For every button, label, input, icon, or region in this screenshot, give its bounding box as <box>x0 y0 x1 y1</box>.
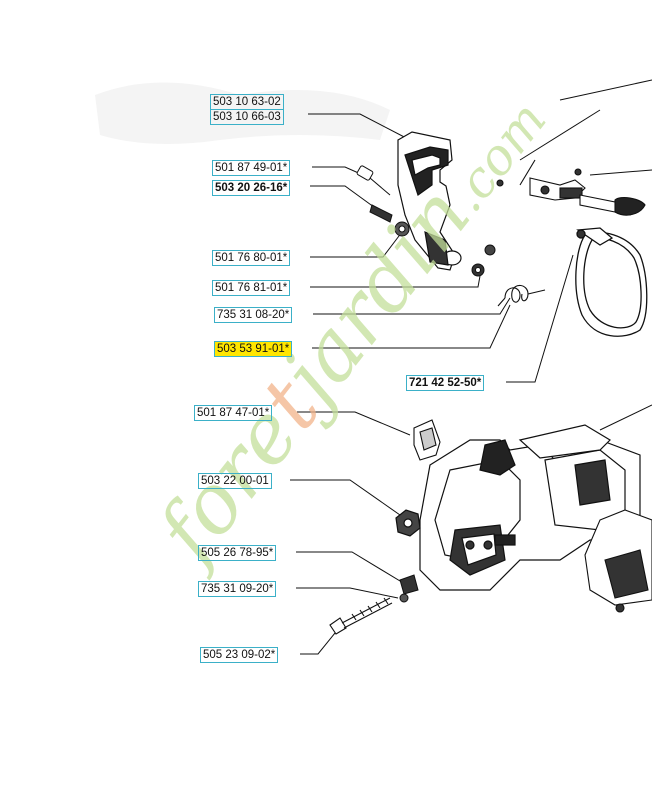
background-smudge <box>95 82 390 144</box>
part-label-501-76-81-01[interactable]: 501 76 81-01* <box>212 280 291 296</box>
part-label-735-31-08-20[interactable]: 735 31 08-20* <box>214 307 293 323</box>
nut <box>395 509 421 537</box>
leader-line-p13 <box>296 587 399 599</box>
cable-assembly <box>496 159 646 216</box>
leader-line-p7 <box>313 297 511 315</box>
part-label-735-31-09-20[interactable]: 735 31 09-20* <box>198 581 277 597</box>
part-label-505-26-78-95[interactable]: 505 26 78-95* <box>198 545 277 561</box>
leader-lines <box>290 79 652 655</box>
clutch-cover <box>419 424 641 591</box>
leader-line-p8 <box>312 304 511 349</box>
bracket-small <box>413 419 441 461</box>
leader-line-p14 <box>300 632 336 655</box>
right-housing <box>584 509 652 613</box>
leader-line-p3 <box>312 166 364 176</box>
brake-band <box>575 227 648 337</box>
small-parts-top <box>356 165 496 277</box>
part-label-721-42-52-50[interactable]: 721 42 52-50* <box>406 375 485 391</box>
leader-line-top-right-3 <box>589 169 652 176</box>
leader-line-right-housing <box>599 404 652 431</box>
leader-line-p12 <box>296 551 406 585</box>
leader-line-p6 <box>310 275 481 288</box>
part-label-503-22-00-01[interactable]: 503 22 00-01 <box>198 473 272 489</box>
spring <box>497 284 546 307</box>
leader-line-p11 <box>290 479 401 516</box>
part-label-503-10-63-02[interactable]: 503 10 63-02 <box>210 94 284 110</box>
leader-line-p10 <box>297 411 411 436</box>
part-label-503-20-26-16[interactable]: 503 20 26-16* <box>212 180 291 196</box>
brake-lever <box>397 131 462 271</box>
adjust-screw <box>329 597 393 635</box>
leader-line-top-right-1 <box>559 79 652 101</box>
leader-line-p5 <box>310 231 403 258</box>
part-label-501-87-49-01[interactable]: 501 87 49-01* <box>212 160 291 176</box>
part-label-503-10-66-03[interactable]: 503 10 66-03 <box>210 109 284 125</box>
leader-line-p4 <box>310 185 379 211</box>
leader-line-p1 <box>308 113 411 141</box>
leader-line-p9 <box>506 254 574 383</box>
small-parts-bottom <box>399 574 419 603</box>
part-label-501-87-47-01[interactable]: 501 87 47-01* <box>194 405 273 421</box>
leader-line-top-right-2 <box>519 109 601 161</box>
part-label-503-53-91-01[interactable]: 503 53 91-01* <box>214 341 293 357</box>
part-label-501-76-80-01[interactable]: 501 76 80-01* <box>212 250 291 266</box>
part-label-505-23-09-02[interactable]: 505 23 09-02* <box>200 647 279 663</box>
